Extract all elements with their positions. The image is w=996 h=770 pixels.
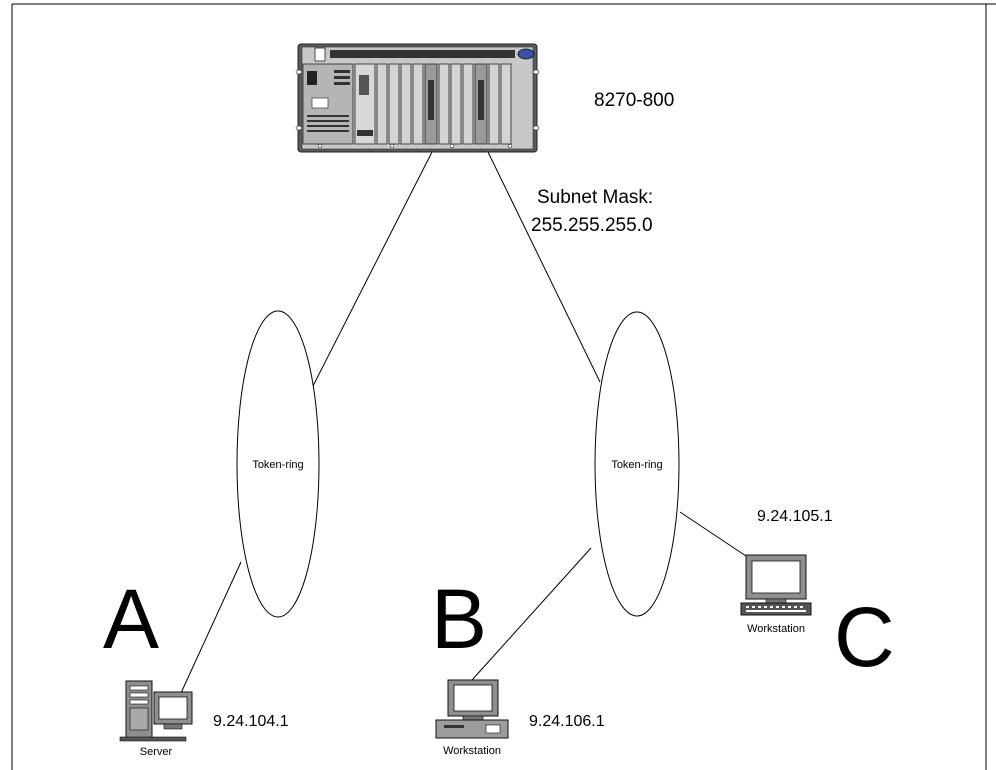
subnet-mask-label: Subnet Mask: — [537, 187, 653, 208]
workstation-c-caption: Workstation — [747, 623, 805, 635]
link-ring-right-workstation-b — [471, 547, 592, 681]
token-ring-right: Token-ring — [594, 311, 680, 617]
ring-label-right: Token-ring — [611, 459, 662, 471]
node-letter-a: A — [103, 572, 159, 666]
device-model-label: 8270-800 — [594, 90, 674, 111]
token-ring-left: Token-ring — [236, 310, 320, 618]
switch-chassis-icon — [295, 43, 540, 153]
workstation-b-ip: 9.24.106.1 — [529, 713, 605, 730]
link-device-ring-right — [487, 151, 601, 383]
server-caption: Server — [140, 746, 173, 758]
link-device-ring-left — [312, 151, 433, 387]
ring-label-left: Token-ring — [252, 459, 303, 471]
link-ring-right-workstation-c — [679, 511, 747, 557]
workstation-b-icon — [435, 679, 509, 739]
server-icon — [119, 680, 193, 742]
workstation-c-ip: 9.24.105.1 — [757, 508, 833, 525]
node-letter-c: C — [834, 590, 895, 684]
workstation-b-caption: Workstation — [443, 745, 501, 757]
status-led-icon — [517, 48, 535, 60]
subnet-mask-value: 255.255.255.0 — [531, 215, 653, 236]
workstation-c-icon — [740, 554, 812, 616]
node-letter-b: B — [431, 572, 487, 666]
link-ring-left-server — [180, 561, 242, 694]
server-ip: 9.24.104.1 — [213, 713, 289, 730]
